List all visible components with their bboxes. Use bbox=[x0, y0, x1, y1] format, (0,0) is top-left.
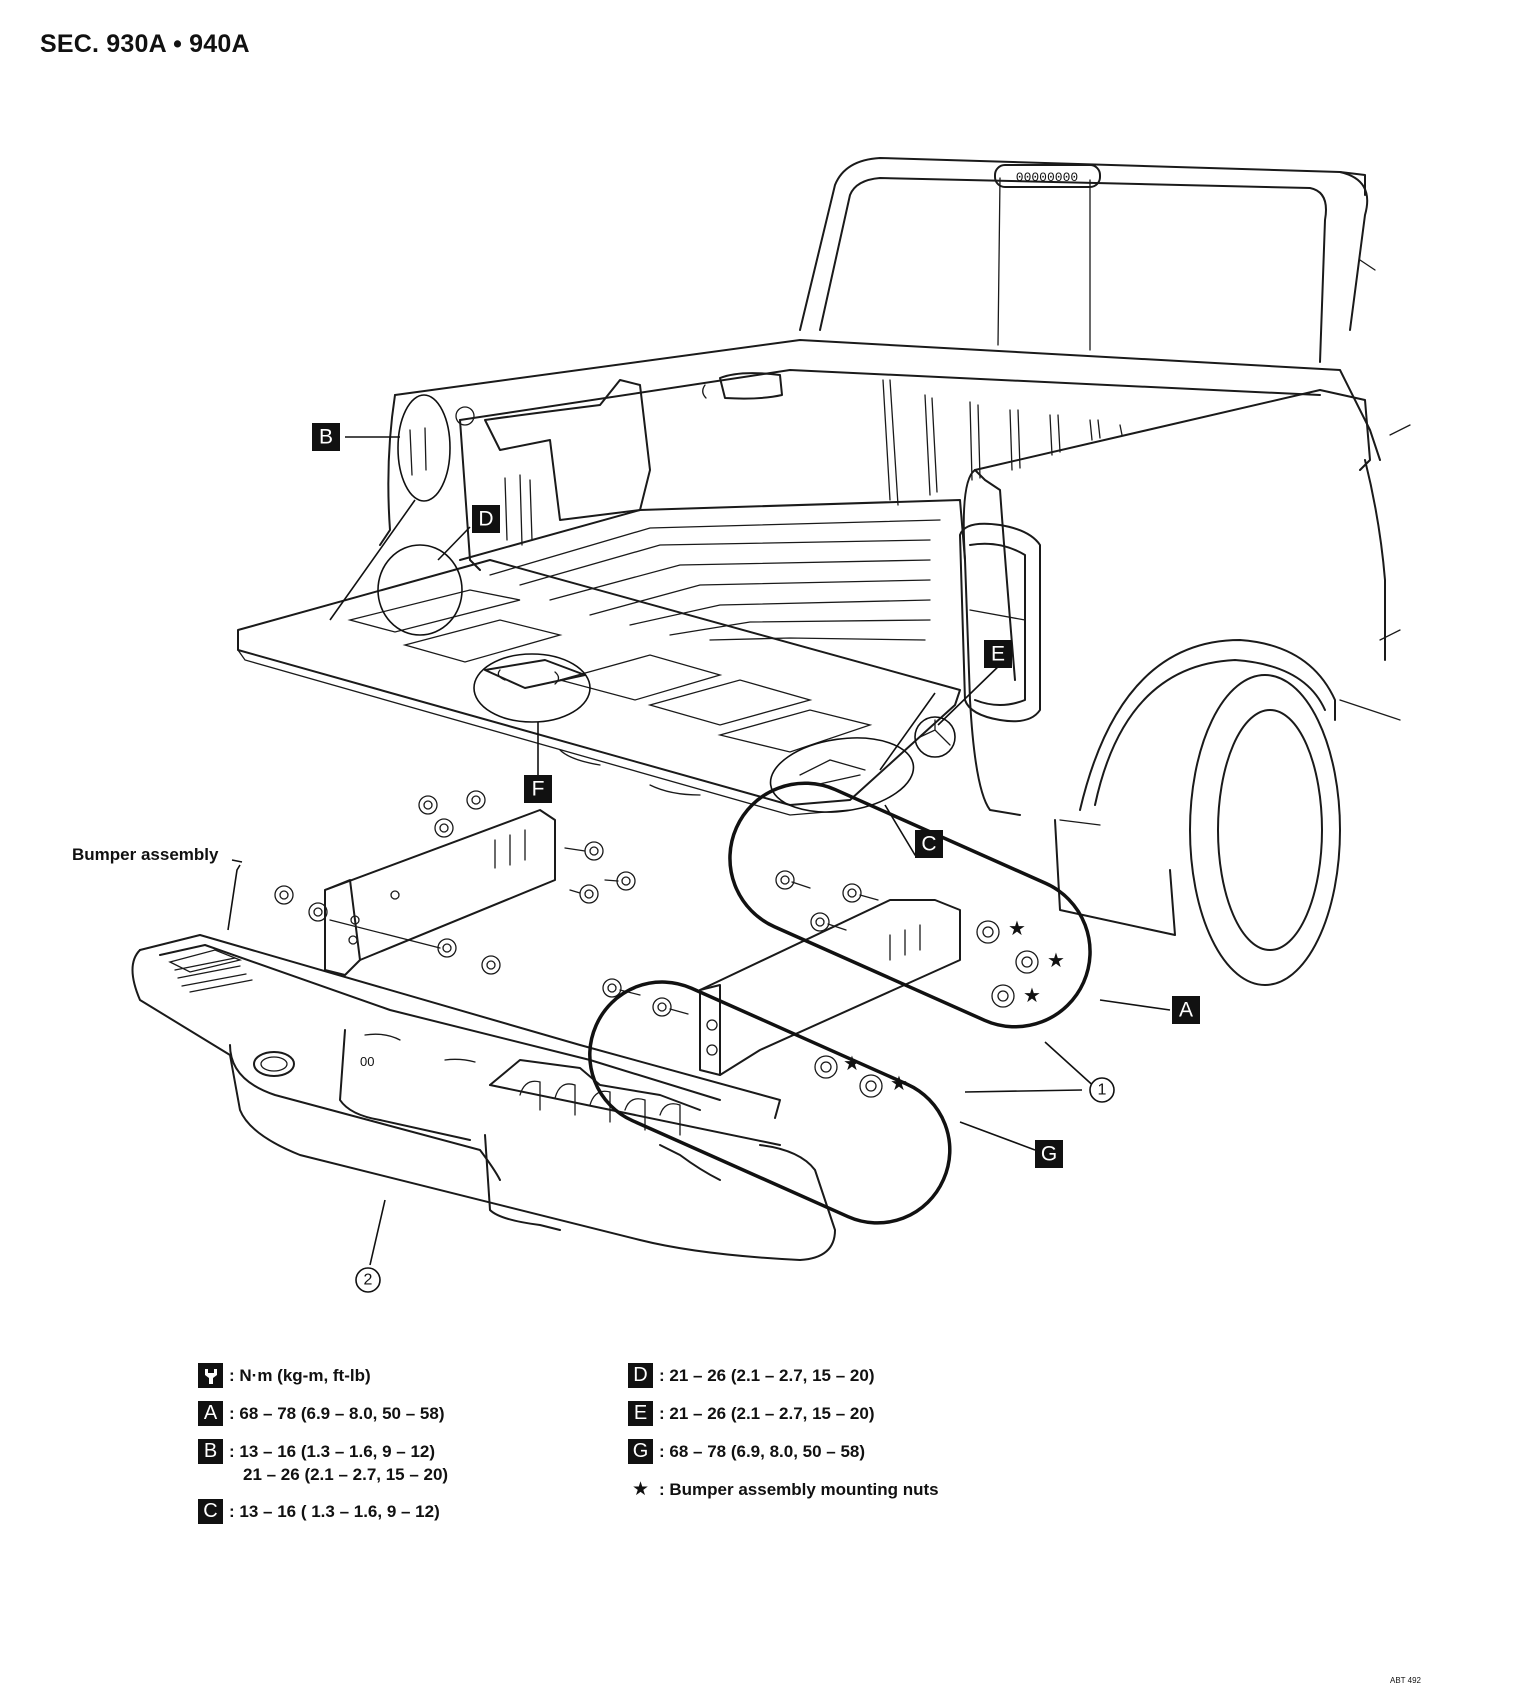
svg-text:F: F bbox=[532, 778, 545, 801]
right-bracket bbox=[699, 899, 961, 1076]
svg-text:D: D bbox=[478, 508, 493, 531]
part-number-1: 1 bbox=[1089, 1077, 1115, 1103]
truck-cab: 00000000 bbox=[799, 157, 1376, 363]
legend-key-G: G bbox=[628, 1439, 653, 1464]
callout-E: E bbox=[984, 640, 1012, 668]
legend-key-A: A bbox=[198, 1401, 223, 1426]
legend-row-G: G : 68 – 78 (6.9, 8.0, 50 – 58) bbox=[628, 1439, 939, 1464]
legend-value-B-2: 21 – 26 (2.1 – 2.7, 15 – 20) bbox=[243, 1465, 449, 1484]
bumper-assembly-label: Bumper assembly bbox=[72, 845, 219, 864]
license-plate-text: 00000000 bbox=[1016, 170, 1078, 185]
torque-legend-left: : N·m (kg-m, ft-lb) A : 68 – 78 (6.9 – 8… bbox=[198, 1363, 448, 1537]
svg-text:A: A bbox=[1179, 999, 1193, 1022]
callout-C: C bbox=[915, 830, 943, 858]
reference-code: ABT 492 bbox=[1390, 1676, 1421, 1685]
legend-row-unit: : N·m (kg-m, ft-lb) bbox=[198, 1363, 448, 1388]
legend-row-E: E : 21 – 26 (2.1 – 2.7, 15 – 20) bbox=[628, 1401, 939, 1426]
legend-key-C: C bbox=[198, 1499, 223, 1524]
legend-key-D: D bbox=[628, 1363, 653, 1388]
leader-lines bbox=[329, 436, 1171, 1266]
torque-wrench-icon bbox=[198, 1363, 223, 1388]
left-bracket bbox=[324, 809, 556, 976]
star-note-text: : Bumper assembly mounting nuts bbox=[659, 1480, 939, 1499]
star-icon: ★ bbox=[631, 1478, 650, 1500]
mounting-nut-star-icon: ★ bbox=[1047, 948, 1065, 972]
callout-A: A bbox=[1172, 996, 1200, 1024]
svg-text:E: E bbox=[991, 643, 1005, 666]
legend-value-C: : 13 – 16 ( 1.3 – 1.6, 9 – 12) bbox=[229, 1502, 440, 1521]
fasteners: ★ ★ ★ ★ ★ bbox=[274, 790, 1065, 1098]
torque-unit-text: : N·m (kg-m, ft-lb) bbox=[229, 1366, 371, 1385]
legend-row-C: C : 13 – 16 ( 1.3 – 1.6, 9 – 12) bbox=[198, 1499, 448, 1524]
legend-value-G: : 68 – 78 (6.9, 8.0, 50 – 58) bbox=[659, 1442, 866, 1461]
bumper-mark-text: 00 bbox=[360, 1054, 374, 1069]
legend-row-D: D : 21 – 26 (2.1 – 2.7, 15 – 20) bbox=[628, 1363, 939, 1388]
svg-text:1: 1 bbox=[1098, 1082, 1107, 1099]
bumper-assembly: 00 bbox=[131, 864, 836, 1261]
torque-legend-right: D : 21 – 26 (2.1 – 2.7, 15 – 20) E : 21 … bbox=[628, 1363, 939, 1515]
svg-text:2: 2 bbox=[364, 1272, 373, 1289]
callout-F: F bbox=[524, 775, 552, 803]
legend-value-A: : 68 – 78 (6.9 – 8.0, 50 – 58) bbox=[229, 1404, 445, 1423]
legend-row-A: A : 68 – 78 (6.9 – 8.0, 50 – 58) bbox=[198, 1401, 448, 1426]
legend-row-B: B : 13 – 16 (1.3 – 1.6, 9 – 12) 21 – 26 … bbox=[198, 1439, 448, 1486]
legend-value-D: : 21 – 26 (2.1 – 2.7, 15 – 20) bbox=[659, 1366, 875, 1385]
svg-text:G: G bbox=[1041, 1143, 1057, 1166]
mounting-nut-star-icon: ★ bbox=[1023, 983, 1041, 1007]
legend-key-B: B bbox=[198, 1439, 223, 1464]
svg-text:B: B bbox=[319, 426, 333, 449]
bed-side-panel bbox=[959, 389, 1411, 986]
callout-G: G bbox=[1035, 1140, 1063, 1168]
legend-row-star: ★ : Bumper assembly mounting nuts bbox=[628, 1477, 939, 1502]
legend-key-E: E bbox=[628, 1401, 653, 1426]
legend-value-B: : 13 – 16 (1.3 – 1.6, 9 – 12) bbox=[229, 1442, 436, 1461]
page-title: SEC. 930A • 940A bbox=[40, 30, 250, 58]
truck-bed bbox=[379, 339, 1381, 641]
callout-B: B bbox=[312, 423, 340, 451]
callout-D: D bbox=[472, 505, 500, 533]
mounting-nut-star-icon: ★ bbox=[1008, 916, 1026, 940]
legend-value-E: : 21 – 26 (2.1 – 2.7, 15 – 20) bbox=[659, 1404, 875, 1423]
svg-text:C: C bbox=[921, 833, 936, 856]
part-number-2: 2 bbox=[355, 1267, 381, 1293]
